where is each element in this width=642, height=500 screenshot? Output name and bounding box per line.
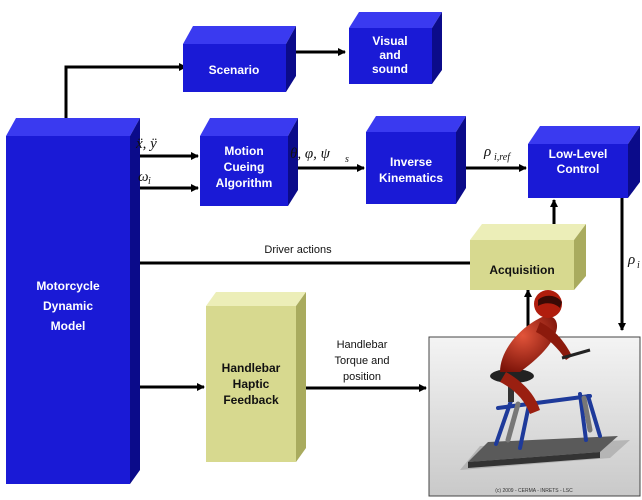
angles-signal-sub: s — [345, 154, 349, 165]
haptic-feedback-block: Handlebar Haptic Feedback — [206, 292, 306, 462]
rho-meas-signal-sub: i — [637, 260, 640, 271]
motorcycle-model-block: Motorcycle Dynamic Model — [6, 118, 140, 484]
model-label-1: Motorcycle — [36, 279, 100, 293]
acquisition-label: Acquisition — [489, 263, 554, 277]
llc-label-2: Control — [557, 162, 600, 176]
ik-label-2: Kinematics — [379, 171, 443, 185]
visual-label-1: Visual — [372, 34, 407, 48]
ik-label-1: Inverse — [390, 155, 432, 169]
scenario-label: Scenario — [209, 63, 260, 77]
haptic-label-3: Feedback — [223, 393, 279, 407]
torque-label-2: Torque and — [334, 355, 389, 367]
low-level-control-block: Low-Level Control — [528, 126, 640, 198]
model-label-2: Dynamic — [43, 299, 93, 313]
simulator-render: (c) 2009 - CERMA - INRETS - LSC — [428, 290, 641, 497]
mca-label-1: Motion — [224, 144, 263, 158]
rho-ref-signal: ρ — [483, 144, 491, 160]
model-label-3: Model — [51, 319, 86, 333]
visual-label-2: and — [379, 48, 400, 62]
omega-signal-sub: i — [148, 176, 151, 187]
scenario-block: Scenario — [183, 26, 296, 92]
acquisition-block: Acquisition — [470, 224, 586, 290]
torque-label-3: position — [343, 371, 381, 383]
omega-signal: ω — [138, 169, 149, 185]
accel-signal: ẍ, ÿ — [135, 136, 157, 152]
mca-label-3: Algorithm — [216, 176, 273, 190]
visual-label-3: sound — [372, 62, 408, 76]
llc-label-1: Low-Level — [549, 147, 608, 161]
torque-label-1: Handlebar — [337, 339, 388, 351]
haptic-label-2: Haptic — [233, 377, 270, 391]
arrow-model-to-scenario — [64, 63, 187, 128]
rho-meas-signal: ρ — [627, 252, 635, 268]
visual-block: Visual and sound — [349, 12, 442, 84]
driver-actions-label: Driver actions — [264, 244, 332, 256]
motion-cueing-block: Motion Cueing Algorithm — [200, 118, 298, 206]
signal-labels: ẍ, ÿ ω i θ, φ, ψ s ρ i,ref ρ i — [135, 136, 640, 271]
rho-ref-signal-sub: i,ref — [494, 152, 511, 163]
inverse-kinematics-block: Inverse Kinematics — [366, 116, 466, 204]
mca-label-2: Cueing — [224, 160, 265, 174]
copyright-text: (c) 2009 - CERMA - INRETS - LSC — [495, 488, 573, 494]
haptic-label-1: Handlebar — [222, 361, 281, 375]
angles-signal: θ, φ, ψ — [290, 146, 331, 162]
